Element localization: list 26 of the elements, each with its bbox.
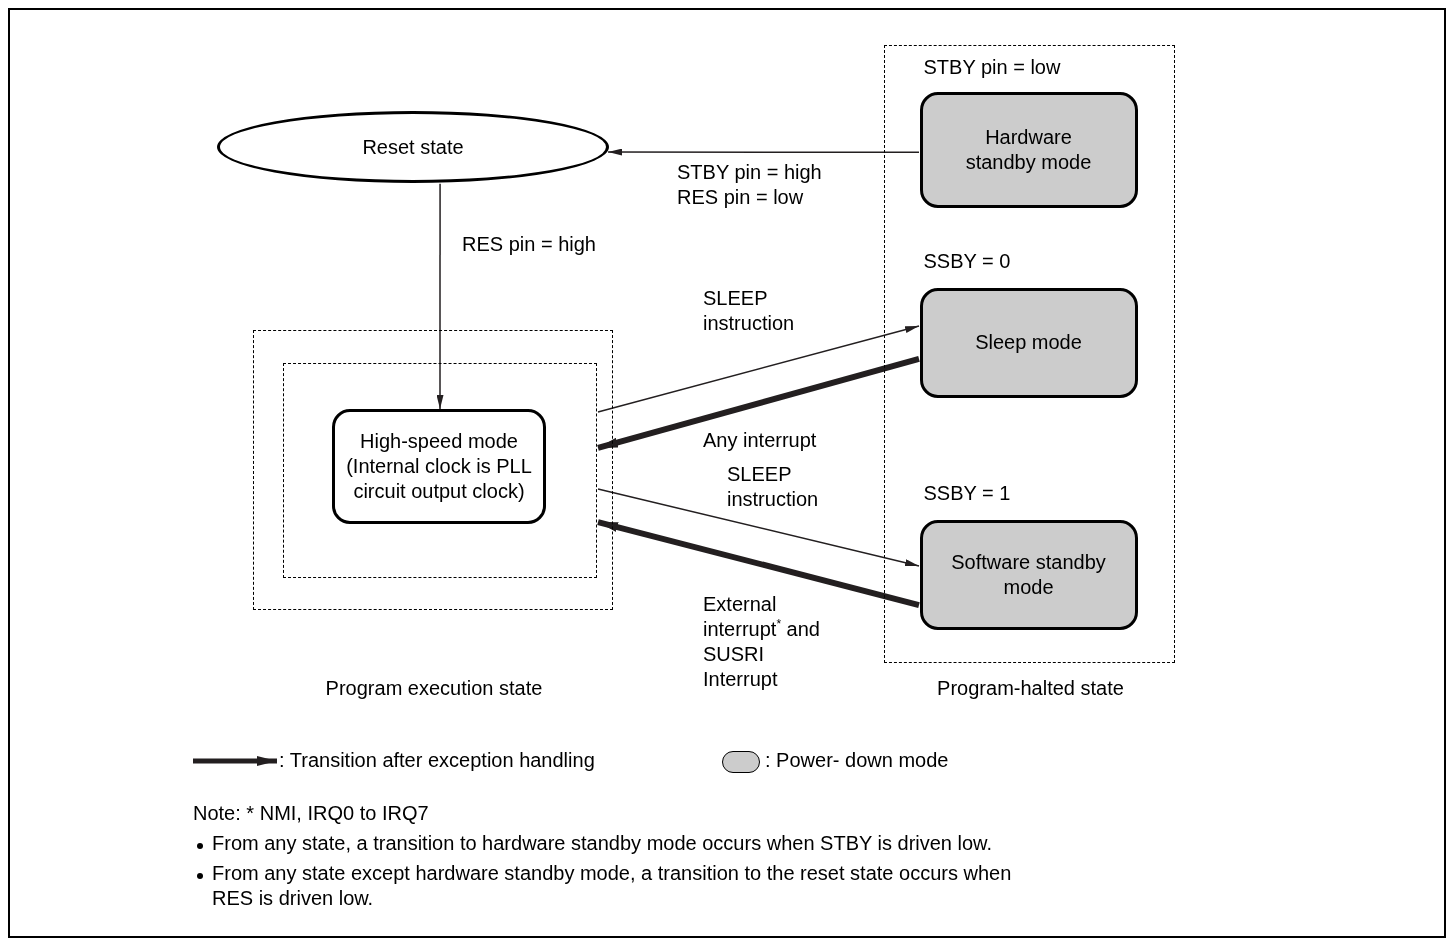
state-box (332, 409, 546, 524)
state-name: Reset state (362, 134, 464, 160)
note-text: From any state, a transition to hardware standby mode occurs when STBY is driven low. (212, 831, 993, 856)
legend-label: : Transition after exception handling (279, 748, 595, 772)
condition-label: SSBY = 0 (923, 249, 1011, 273)
arrow (607, 148, 920, 156)
power-down-mode-box (919, 519, 1138, 630)
power-down-mode-box (919, 91, 1138, 208)
arrow (597, 488, 920, 567)
state-name: High-speed mode (Internal clock is PLL circuit output clock) (345, 429, 533, 504)
state-name: Sleep mode (974, 330, 1083, 355)
thick-arrow (597, 356, 920, 451)
thick-arrow (597, 519, 920, 608)
legend-label: : Power- down mode (765, 748, 949, 772)
note-text: From any state except hardware standby mode, a transition to the reset state occurs when RES is driven low. (212, 861, 1013, 912)
group-label: Program-halted state (936, 677, 1125, 700)
arrow (436, 182, 444, 410)
condition-label: SSBY = 1 (923, 481, 1011, 505)
power-down-mode-box (919, 287, 1138, 398)
note-text: Note: * NMI, IRQ0 to IRQ7 (193, 801, 430, 826)
dashed-box (282, 362, 597, 578)
state-name: Software standby mode (950, 549, 1107, 600)
group-label: Program execution state (324, 677, 544, 700)
state-name: Hardware standby mode (964, 124, 1093, 175)
condition-label: STBY pin = low (923, 55, 1061, 79)
arrow (597, 325, 920, 413)
